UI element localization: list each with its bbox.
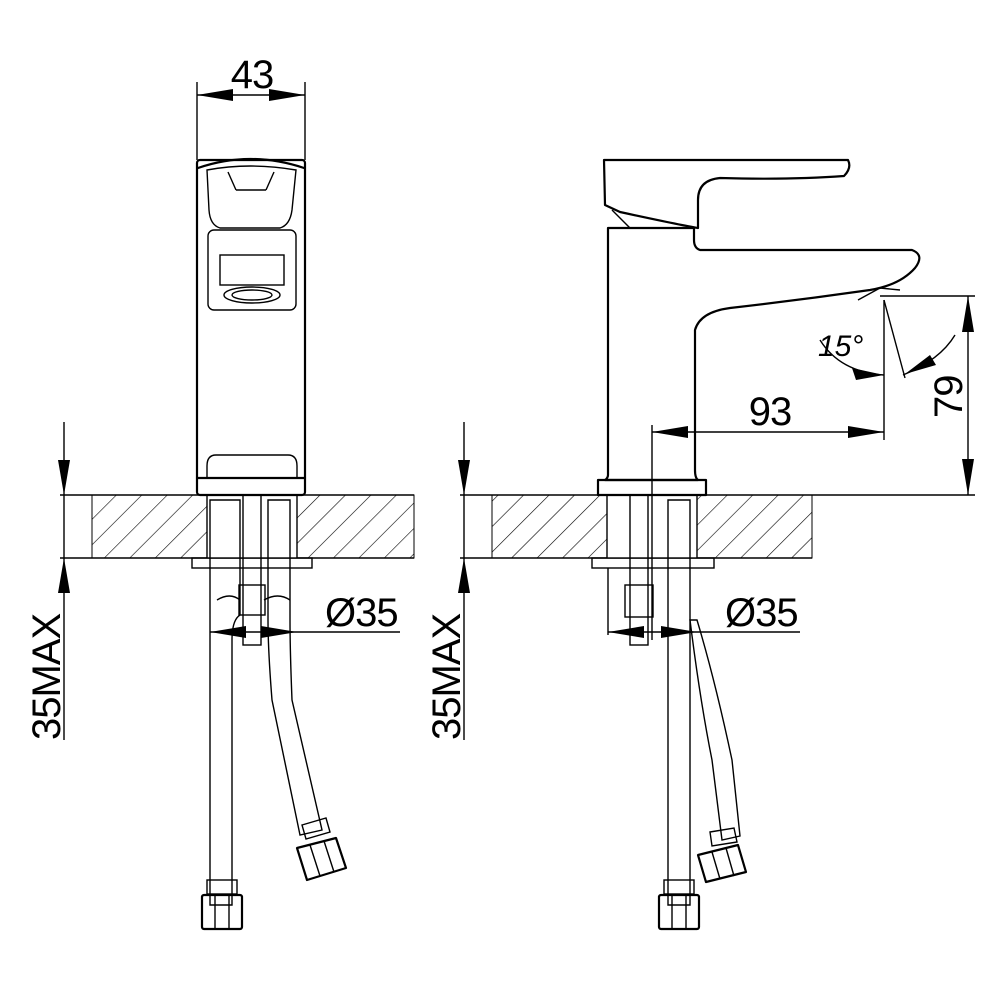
- dim-43: 43: [196, 53, 306, 160]
- front-view: 43 Ø35 35MAX: [25, 53, 415, 931]
- front-faucet-body: [195, 157, 307, 497]
- side-view: 93 79 15° Ø35: [425, 158, 975, 931]
- reach-dim-label: 93: [749, 390, 792, 434]
- side-thickness-dim-label: 35MAX: [425, 614, 469, 740]
- front-hoses: [200, 499, 348, 931]
- height-dim-label: 79: [927, 376, 971, 419]
- side-dim-diameter: Ø35: [607, 568, 800, 638]
- front-mounting: [191, 494, 313, 646]
- front-dim-diameter: Ø35: [210, 591, 400, 638]
- side-hoses: [657, 499, 748, 931]
- side-mounting: [591, 494, 715, 646]
- dim-79: 79: [880, 295, 975, 495]
- dim-93: 93: [651, 300, 885, 640]
- side-dim-thickness: 35MAX: [425, 422, 470, 740]
- front-countertop: [60, 494, 415, 559]
- side-faucet-body: [596, 158, 921, 497]
- side-countertop: [460, 494, 975, 559]
- front-dim-thickness: 35MAX: [25, 422, 70, 740]
- side-hole-dim-label: Ø35: [725, 591, 798, 635]
- angle-dim-label: 15°: [818, 330, 863, 363]
- front-hole-dim-label: Ø35: [325, 591, 398, 635]
- dim-angle: 15°: [818, 299, 956, 380]
- width-dim-label: 43: [231, 53, 274, 97]
- front-thickness-dim-label: 35MAX: [25, 614, 69, 740]
